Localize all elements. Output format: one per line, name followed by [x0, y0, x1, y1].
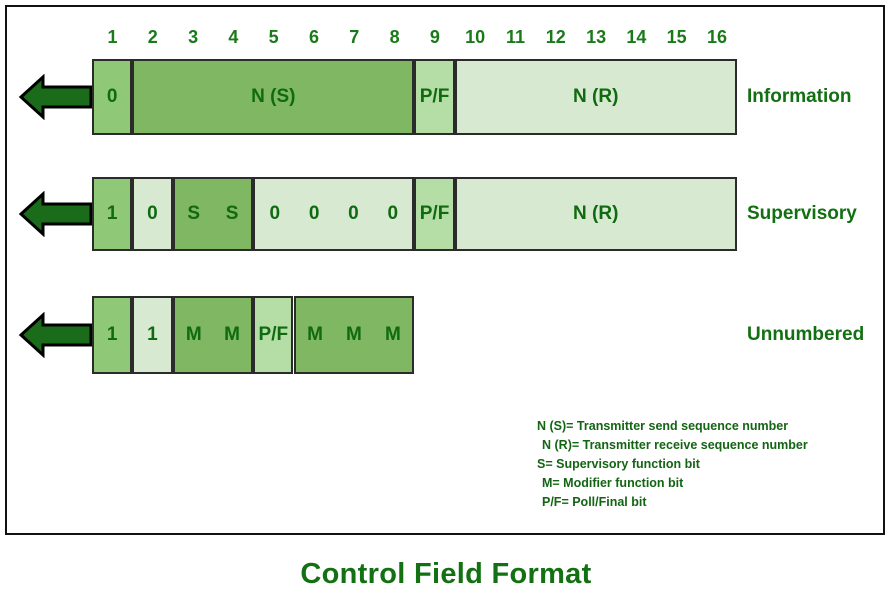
field-bit-label: S: [225, 203, 239, 224]
field-label: N (S): [251, 86, 296, 107]
field-cell-supervisory-5: N (R): [454, 177, 737, 251]
field-cell-information-2: P/F: [414, 59, 455, 135]
field-label: 1: [147, 324, 158, 345]
frame-row-information: 0 N (S) P/F N (R) Information: [7, 59, 883, 135]
field-bit-label: S: [187, 203, 201, 224]
field-bit-label: 0: [387, 203, 399, 224]
legend-item-1: N (R)= Transmitter receive sequence numb…: [542, 438, 808, 452]
field-cell-supervisory-3: 0 0 0 0: [253, 177, 415, 251]
field-cell-supervisory-1: 0: [132, 177, 173, 251]
field-cell-unnumbered-3: P/F: [253, 296, 294, 374]
column-number-7: 7: [349, 27, 360, 47]
field-cell-information-0: 0: [92, 59, 133, 135]
field-label: P/F: [419, 86, 450, 107]
column-number-16: 16: [706, 27, 728, 47]
field-bit-label: M: [384, 324, 401, 345]
field-cell-information-3: N (R): [454, 59, 737, 135]
field-cell-supervisory-0: 1: [92, 177, 133, 251]
page-title: Control Field Format: [300, 558, 592, 590]
column-number-8: 8: [389, 27, 400, 47]
field-label: 1: [106, 324, 118, 345]
field-bit-label: 0: [308, 203, 320, 224]
field-label: N (R): [573, 203, 619, 224]
field-label: N (R): [573, 86, 619, 107]
field-bit-label: M: [307, 324, 323, 345]
field-label: P/F: [419, 203, 450, 224]
row-label-unnumbered: Unnumbered: [747, 324, 865, 345]
column-number-12: 12: [545, 27, 566, 47]
column-number-6: 6: [308, 27, 319, 47]
column-number-5: 5: [268, 27, 279, 47]
column-number-1: 1: [107, 27, 118, 47]
field-bit-label: 0: [348, 203, 359, 224]
field-bit-label: M: [224, 324, 240, 345]
field-bit-label: M: [346, 324, 362, 345]
left-arrow-icon: [17, 311, 95, 363]
column-number-11: 11: [505, 27, 526, 47]
left-arrow-icon: [17, 73, 95, 125]
left-arrow-icon: [17, 190, 95, 242]
column-number-4: 4: [228, 27, 239, 47]
column-number-10: 10: [465, 27, 486, 47]
column-number-2: 2: [147, 27, 158, 47]
field-label: 1: [106, 203, 118, 224]
row-label-information: Information: [747, 86, 852, 107]
legend-item-2: S= Supervisory function bit: [537, 457, 700, 471]
field-bit-label: 0: [269, 203, 281, 224]
field-cell-unnumbered-1: 1: [132, 296, 173, 374]
row-label-supervisory: Supervisory: [747, 203, 857, 224]
field-label: P/F: [258, 324, 289, 345]
column-number-14: 14: [626, 27, 647, 47]
column-number-3: 3: [188, 27, 199, 47]
column-number-9: 9: [429, 27, 440, 47]
legend-item-4: P/F= Poll/Final bit: [542, 495, 647, 509]
field-cell-unnumbered-0: 1: [92, 296, 133, 374]
legend-item-0: N (S)= Transmitter send sequence number: [537, 419, 789, 433]
column-number-15: 15: [666, 27, 687, 47]
field-label: 0: [147, 203, 158, 224]
field-cell-information-1: N (S): [132, 59, 415, 135]
column-number-13: 13: [586, 27, 607, 47]
legend-item-3: M= Modifier function bit: [542, 476, 684, 490]
field-cell-supervisory-4: P/F: [414, 177, 455, 251]
field-label: 0: [106, 86, 118, 107]
field-bit-label: M: [185, 324, 202, 345]
